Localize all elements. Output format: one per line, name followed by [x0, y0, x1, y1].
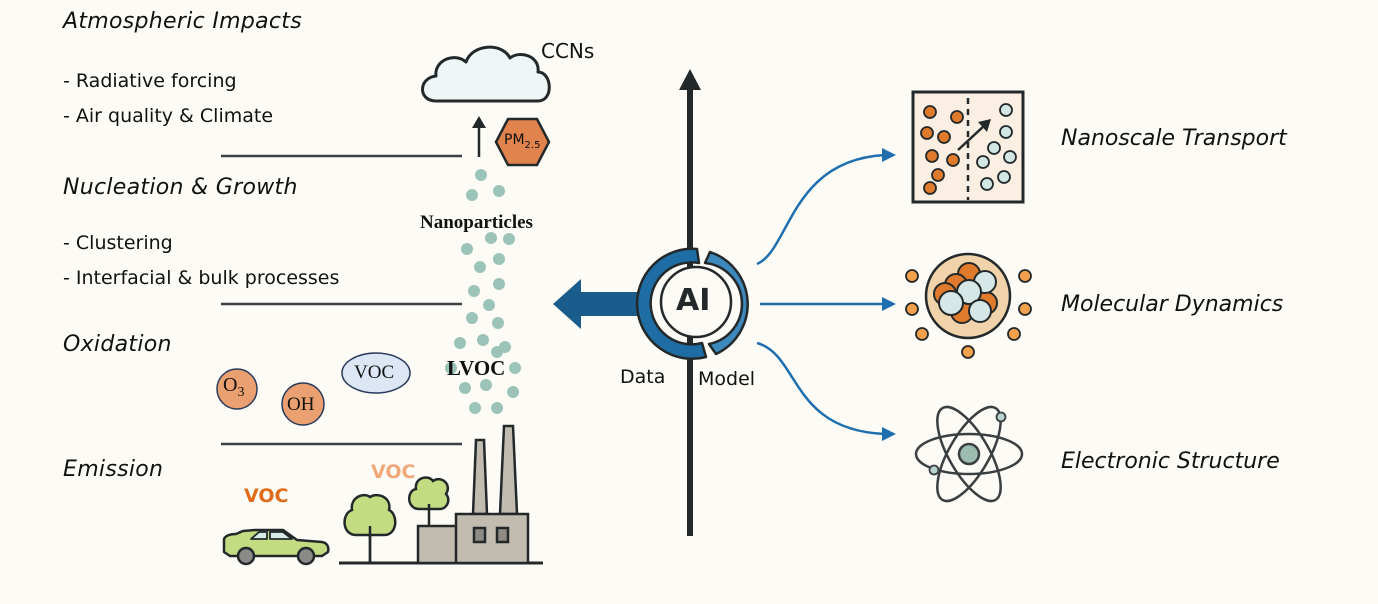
pm25-label: PM2.5 [504, 132, 540, 151]
nanoparticle-dot [509, 362, 521, 374]
factory-icon [416, 424, 530, 565]
nanoparticle-dot [468, 285, 480, 297]
arrowhead-3 [882, 427, 896, 441]
arrowhead-2 [882, 297, 896, 311]
nanoparticle-dot [445, 362, 457, 374]
stage-title-oxidation: Oxidation [63, 332, 172, 357]
stage-title-nucleation-growth: Nucleation & Growth [63, 175, 298, 200]
stage-title-atmospheric-impacts: Atmospheric Impacts [63, 9, 302, 34]
nanoparticle-dot [469, 402, 481, 414]
pm-text: PM [504, 132, 525, 148]
voc-tree-label: VOC [371, 461, 416, 483]
up-arrow-icon [472, 116, 486, 157]
nanoparticle-dots [445, 169, 521, 414]
nanoparticle-dot [466, 312, 478, 324]
o3-bubble-icon [216, 368, 258, 410]
lvoc-label: LVOC [447, 356, 506, 380]
arrow-to-nanoscale-transport [756, 153, 886, 266]
left-output-arrow [553, 279, 640, 329]
model-label: Model [698, 368, 756, 390]
app-label-electronic-structure: Electronic Structure [1061, 449, 1280, 474]
nanoparticle-dot [474, 261, 486, 273]
car-icon [222, 528, 330, 566]
pm-subscript: 2.5 [524, 139, 541, 151]
nanoparticle-dot [475, 169, 487, 181]
nanoparticle-dot [485, 232, 497, 244]
pm25-hexagon-icon [494, 117, 551, 167]
connector-arrows [756, 153, 886, 436]
nanoparticle-dot [477, 334, 489, 346]
nanoparticle-dot [492, 317, 504, 329]
voc-car-label: VOC [244, 485, 289, 507]
nanoparticle-dot [491, 346, 503, 358]
molecule-cluster-icon [905, 252, 1032, 359]
nanoparticle-dot [466, 189, 478, 201]
nanoparticle-dot [503, 233, 515, 245]
nanoparticles-label: Nanoparticles [420, 212, 533, 233]
oh-bubble-icon [281, 382, 325, 426]
voc-oval-icon [341, 352, 411, 394]
nanoparticle-dot [491, 402, 503, 414]
o3-text: O [223, 374, 238, 396]
arrowhead-1 [882, 148, 896, 162]
bullet-interfacial-bulk: - Interfacial & bulk processes [63, 267, 340, 289]
nanoparticle-dot [493, 253, 505, 265]
app-label-nanoscale-transport: Nanoscale Transport [1061, 126, 1287, 151]
bullet-air-quality: - Air quality & Climate [63, 105, 274, 127]
bullet-radiative-forcing: - Radiative forcing [63, 70, 237, 92]
cloud-icon [421, 45, 551, 103]
atom-icon [914, 405, 1024, 503]
ai-label: AI [676, 283, 711, 318]
ccns-label: CCNs [541, 39, 595, 63]
bullet-clustering: - Clustering [63, 232, 173, 254]
data-label: Data [620, 366, 666, 388]
diffusion-box-icon [911, 90, 1025, 204]
nanoparticle-dot [454, 337, 466, 349]
tree-icon-1 [343, 493, 397, 563]
nanoparticle-dot [461, 243, 473, 255]
nanoparticle-dot [507, 386, 519, 398]
tree-icon-2 [408, 476, 450, 525]
ai-cycle-ring [635, 247, 749, 360]
app-label-molecular-dynamics: Molecular Dynamics [1061, 292, 1284, 317]
nanoparticle-dot [459, 382, 471, 394]
stage-title-emission: Emission [63, 457, 164, 482]
nanoparticle-dot [493, 278, 505, 290]
nanoparticle-dot [483, 299, 495, 311]
arrow-to-electronic-structure [756, 341, 886, 436]
o3-subscript: 3 [237, 385, 245, 400]
o3-label: O3 [223, 374, 244, 401]
oh-label: OH [287, 394, 315, 415]
nanoparticle-dot [493, 185, 505, 197]
nanoparticle-dot [480, 379, 492, 391]
voc-oval-label: VOC [354, 362, 395, 383]
